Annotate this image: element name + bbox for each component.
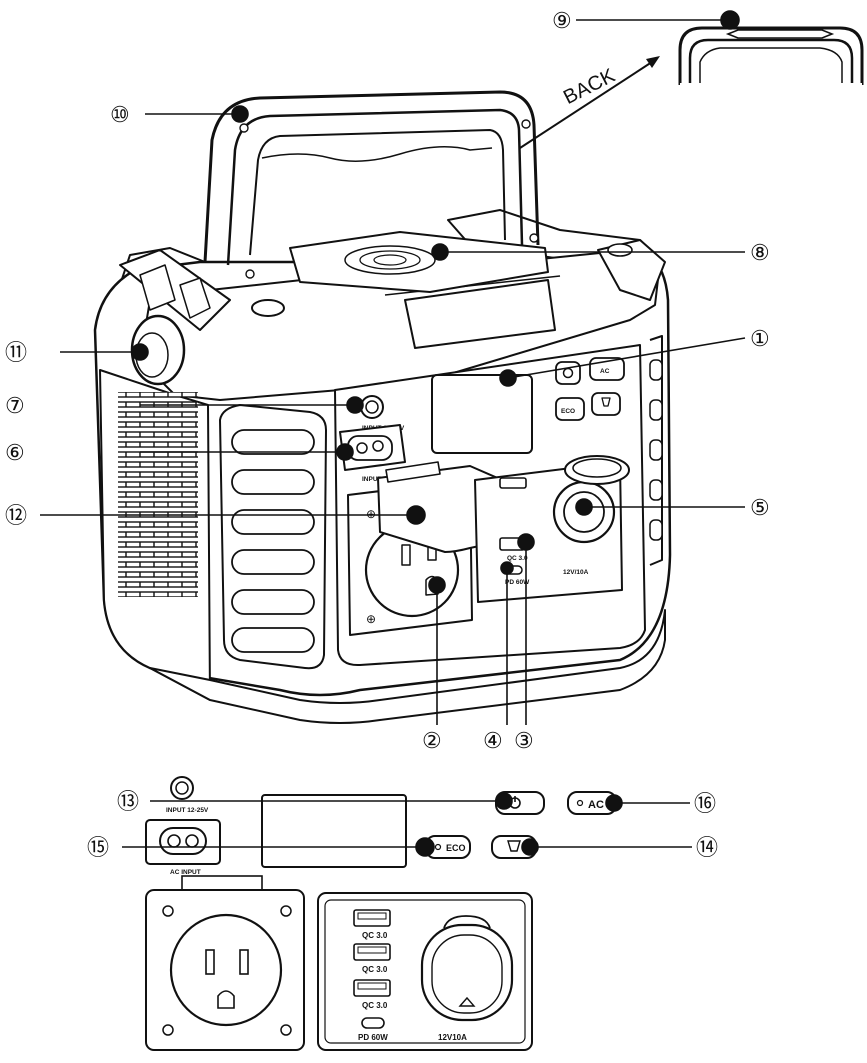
- panel-qc-label-1: QC 3.0: [362, 931, 388, 940]
- device-ac-button-label: AC: [600, 368, 610, 375]
- callout-4: ④: [483, 729, 503, 754]
- panel-dc-input-label: INPUT 12-25V: [166, 807, 209, 814]
- panel-ac-button-label: AC: [588, 799, 604, 811]
- back-view: [678, 26, 864, 87]
- callout-6: ⑥: [5, 441, 25, 466]
- callout-13: ⑬: [117, 790, 139, 815]
- device-pd-label: PD 60W: [505, 579, 530, 586]
- callout-3: ③: [514, 729, 534, 754]
- callout-16: ⑯: [694, 792, 716, 817]
- device-qc-label: QC 3.0: [507, 555, 528, 562]
- callout-2: ②: [422, 729, 442, 754]
- callout-14: ⑭: [696, 836, 718, 861]
- power-station-device: AC ECO INPUT 12-25V INPUT AC ⊕ ⊕ QC 3.0: [93, 90, 672, 724]
- callout-11: ⑪: [5, 341, 27, 366]
- panel-qc-label-2: QC 3.0: [362, 965, 388, 974]
- panel-detail: INPUT 12-25V AC INPUT AC ECO: [145, 776, 617, 1051]
- back-arrow: [519, 59, 656, 149]
- panel-car-label: 12V10A: [438, 1033, 467, 1042]
- panel-pd-label: PD 60W: [358, 1033, 388, 1042]
- callout-9: ⑨: [552, 9, 572, 34]
- callout-7: ⑦: [5, 394, 25, 419]
- device-eco-button-label: ECO: [561, 408, 575, 415]
- callout-8: ⑧: [750, 241, 770, 266]
- callout-15: ⑮: [87, 836, 109, 861]
- svg-text:⊕: ⊕: [366, 507, 376, 521]
- back-arrow-head: [646, 56, 660, 68]
- panel-qc-label-3: QC 3.0: [362, 1001, 388, 1010]
- leader-lines: [40, 10, 746, 857]
- callout-10: ⑩: [110, 103, 130, 128]
- panel-eco-button-label: ECO: [446, 843, 466, 853]
- panel-ac-input-label: AC INPUT: [170, 869, 201, 876]
- callout-12: ⑫: [5, 504, 27, 529]
- svg-text:⊕: ⊕: [366, 612, 376, 626]
- device-car-label: 12V/10A: [563, 569, 589, 576]
- callout-labels: ① ② ③ ④ ⑤ ⑥ ⑦ ⑧ ⑨ ⑩ ⑪ ⑫ ⑬ ⑭ ⑮ ⑯: [5, 9, 770, 861]
- callout-5: ⑤: [750, 496, 770, 521]
- callout-1: ①: [750, 327, 770, 352]
